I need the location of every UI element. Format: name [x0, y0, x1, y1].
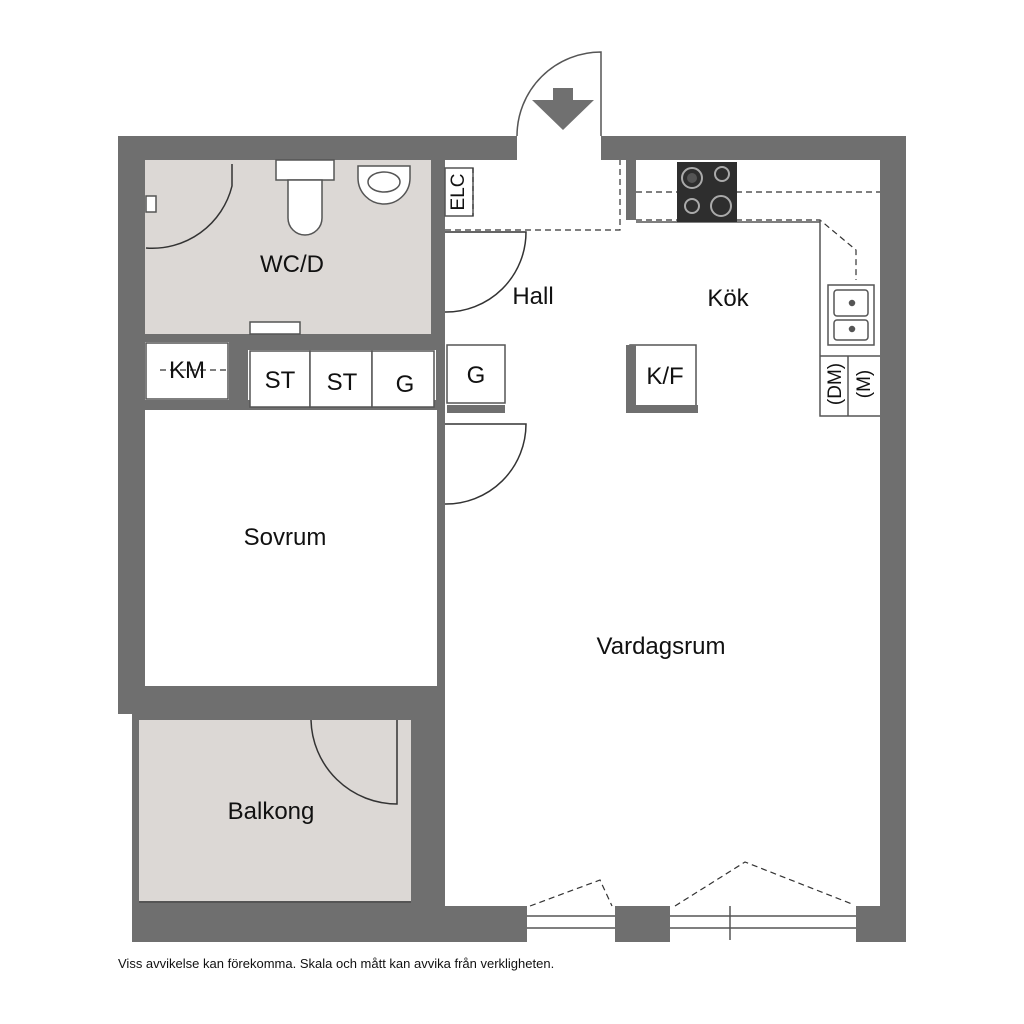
label-elc: ELC	[448, 174, 469, 211]
balcony-floor	[139, 720, 411, 902]
kitchen-sink-icon	[827, 284, 875, 346]
wc-fixtures	[145, 159, 411, 335]
label-km: KM	[169, 357, 205, 384]
label-g-1: G	[396, 371, 415, 398]
elc-cabinet	[444, 167, 474, 217]
label-kf: K/F	[646, 363, 683, 390]
bedroom-door	[444, 423, 527, 505]
label-g-2: G	[467, 362, 486, 389]
label-st-1: ST	[265, 367, 296, 394]
room-label-sovrum: Sovrum	[244, 524, 327, 551]
balcony-door	[310, 719, 398, 805]
fridge-freezer	[629, 344, 697, 408]
bottom-windows	[527, 861, 856, 942]
stove-icon	[677, 162, 737, 222]
toilet-tank-icon	[275, 159, 335, 181]
room-label-vardagsrum: Vardagsrum	[597, 633, 726, 660]
storage	[145, 342, 506, 408]
entrance-gap	[517, 136, 601, 162]
disclaimer-text: Viss avvikelse kan förekomma. Skala och …	[118, 956, 555, 971]
entry-door	[516, 51, 602, 137]
balcony-clear	[118, 714, 132, 942]
room-label-hall: Hall	[512, 283, 553, 310]
radiator-icon	[249, 321, 301, 335]
room-label-kok: Kök	[707, 285, 749, 312]
label-dm: (DM)	[825, 363, 846, 405]
hall-dash	[445, 160, 621, 231]
shower-curtain-icon	[145, 164, 233, 249]
shower-head-icon	[145, 195, 157, 213]
label-st-2: ST	[327, 369, 358, 396]
entry-arrow-icon	[532, 88, 594, 130]
room-label-wc: WC/D	[260, 251, 324, 278]
label-m: (M)	[854, 370, 875, 398]
room-label-balkong: Balkong	[228, 798, 315, 825]
toilet-icon	[287, 179, 323, 236]
wc-door	[444, 231, 527, 313]
